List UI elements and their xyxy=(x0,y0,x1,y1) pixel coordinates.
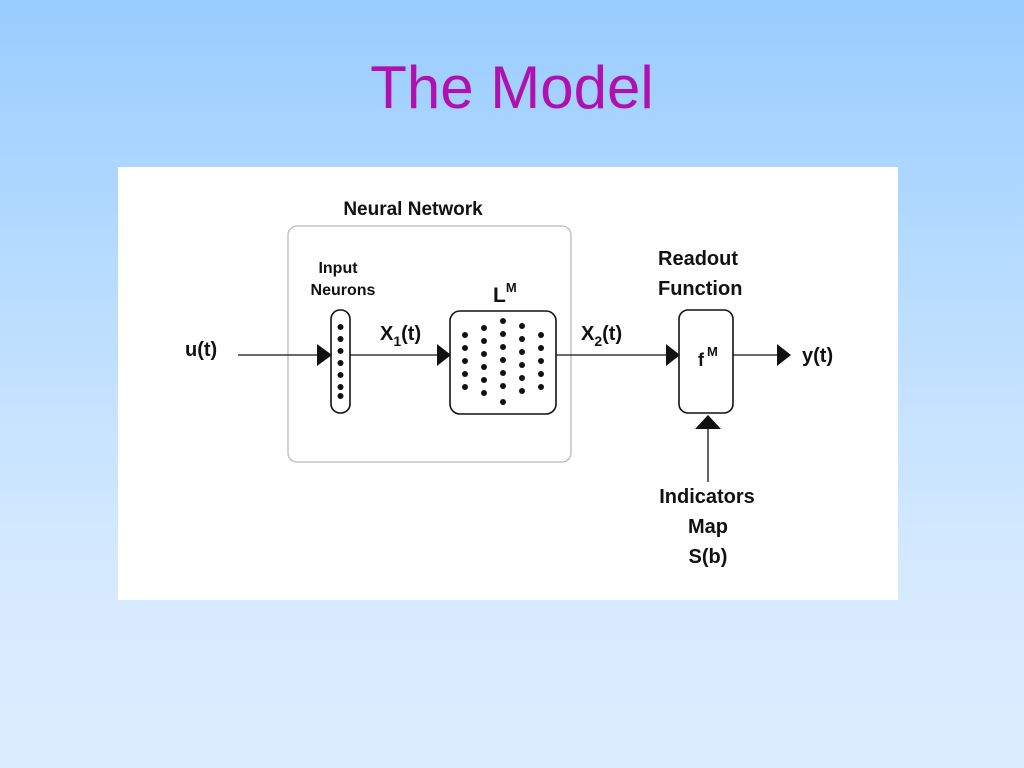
reservoir-dot xyxy=(481,390,487,396)
input-arrowhead xyxy=(317,344,332,366)
reservoir-dot xyxy=(519,388,525,394)
input-neurons-label-line2: Neurons xyxy=(311,282,376,299)
reservoir-dot xyxy=(519,375,525,381)
neural-network-label: Neural Network xyxy=(343,199,483,220)
reservoir-dot xyxy=(538,384,544,390)
x1-sub: 1 xyxy=(393,333,401,349)
f-sup: M xyxy=(707,344,718,359)
x1-label: X1(t) xyxy=(380,323,421,349)
lm-label: LM xyxy=(493,280,517,307)
input-neuron-dot xyxy=(337,393,344,399)
input-neuron-dot xyxy=(337,348,344,354)
reservoir-dot xyxy=(538,358,544,364)
reservoir-dot xyxy=(519,336,525,342)
lm-main: L xyxy=(493,284,506,307)
input-neuron-dot xyxy=(337,372,344,378)
readout-label-line1: Readout xyxy=(658,248,738,270)
reservoir-dot xyxy=(462,371,468,377)
reservoir-dot xyxy=(538,371,544,377)
reservoir-dot xyxy=(462,384,468,390)
x1-tail: (t) xyxy=(401,323,421,345)
lm-sup: M xyxy=(506,280,517,295)
x1-main: X xyxy=(380,323,394,345)
input-neurons-label-line1: Input xyxy=(318,260,358,277)
indicators-label-line1: Indicators xyxy=(659,486,755,508)
input-neuron-dot xyxy=(337,336,344,342)
readout-function-box xyxy=(678,309,734,414)
reservoir-dot xyxy=(500,344,506,350)
input-neuron-dots xyxy=(337,324,344,399)
x2-label: X2(t) xyxy=(581,323,622,349)
readout-label-line2: Function xyxy=(658,278,742,300)
reservoir-dot xyxy=(462,345,468,351)
reservoir-dot xyxy=(538,332,544,338)
neural-network-box xyxy=(287,225,572,463)
slide-title: The Model xyxy=(370,54,654,121)
x2-sub: 2 xyxy=(594,333,602,349)
reservoir-dot xyxy=(538,345,544,351)
input-neuron-dot xyxy=(337,324,344,330)
reservoir-dot xyxy=(500,331,506,337)
reservoir-dot xyxy=(500,357,506,363)
input-neuron-dot xyxy=(337,384,344,390)
output-arrowhead xyxy=(777,344,791,366)
reservoir-dot xyxy=(481,364,487,370)
reservoir-dot xyxy=(481,338,487,344)
reservoir-dot xyxy=(481,377,487,383)
reservoir-dot xyxy=(481,351,487,357)
x1-arrowhead xyxy=(437,344,451,366)
reservoir-dot xyxy=(519,362,525,368)
reservoir-dot xyxy=(500,318,506,324)
reservoir-dot xyxy=(500,399,506,405)
x2-main: X xyxy=(581,323,595,345)
reservoir-dot xyxy=(481,325,487,331)
reservoir-dot xyxy=(519,323,525,329)
reservoir-dot xyxy=(462,332,468,338)
x2-tail: (t) xyxy=(602,323,622,345)
lm-reservoir-dots xyxy=(462,318,544,405)
x2-arrowhead xyxy=(666,344,680,366)
output-signal-label: y(t) xyxy=(802,345,833,367)
reservoir-dot xyxy=(500,370,506,376)
diagram-panel: Neural Network Input Neurons u(t) X1(t) … xyxy=(118,167,898,600)
reservoir-dot xyxy=(462,358,468,364)
input-signal-label: u(t) xyxy=(185,339,217,361)
model-diagram: Neural Network Input Neurons u(t) X1(t) … xyxy=(185,199,833,568)
indicators-label-line2: Map xyxy=(688,516,728,538)
indicators-arrowhead xyxy=(695,415,721,429)
reservoir-dot xyxy=(500,383,506,389)
input-neuron-dot xyxy=(337,360,344,366)
f-main: f xyxy=(698,350,705,370)
reservoir-dot xyxy=(519,349,525,355)
indicators-label-line3: S(b) xyxy=(689,546,728,568)
